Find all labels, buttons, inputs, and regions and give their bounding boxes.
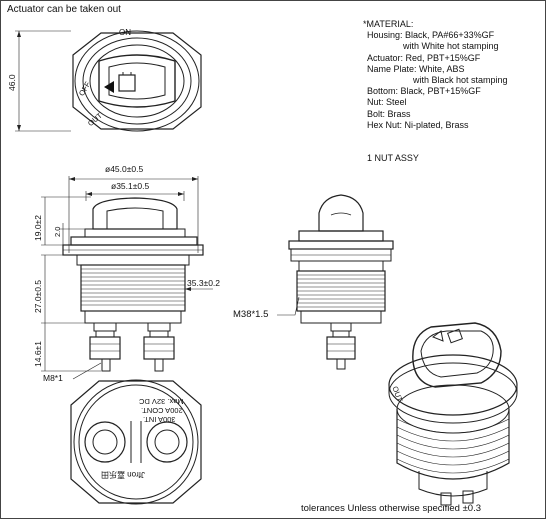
material-line: Bottom: Black, PBT+15%GF [367,86,481,97]
top-view [15,30,202,132]
bottom-view [70,379,202,505]
arrow-icon [104,81,114,93]
brand-label: Jfron 嘉乐田 [101,470,146,479]
battery-icon [118,74,136,92]
material-list: *MATERIAL: Housing: Black, PA#66+33%GF w… [363,19,508,131]
dim-inner-diameter: ø35.1±0.5 [111,181,150,191]
thread-lines-2 [297,274,385,308]
label-on: ON [119,28,131,37]
side-view [41,176,213,380]
bottom-text-line: 300A INT. [143,415,176,424]
material-line: Housing: Black, PA#66+33%GF [367,30,495,41]
thread-lines [81,268,185,306]
iso-battery-icon [447,328,463,344]
dim-height-46: 46.0 [7,74,17,91]
material-line: with White hot stamping [403,41,499,52]
side-view-2 [277,194,394,370]
thread-label: M38*1.5 [233,309,269,320]
bottom-text-line: 200A CONT. [141,406,183,415]
bolt-label: M8*1 [43,373,63,383]
material-line: Bolt: Brass [367,108,411,119]
material-title: *MATERIAL: [363,19,414,29]
nut-assy-label: 1 NUT ASSY [367,153,419,163]
dim-thread-diameter: 35.3±0.2 [187,278,221,288]
material-line: Nut: Steel [367,97,407,108]
material-line: with Black hot stamping [413,75,508,86]
material-line: Hex Nut: Ni-plated, Brass [367,119,469,130]
dim-terminal-height: 14.6±1 [33,341,43,367]
dim-outer-diameter: ø45.0±0.5 [105,164,144,174]
material-line: Name Plate: White, ABS [367,63,465,74]
dim-head-height: 19.0±2 [33,215,43,241]
iso-view [388,322,518,506]
header-note: Actuator can be taken out [7,4,121,15]
iso-arrow-icon [431,330,444,342]
iso-thread-lines [396,418,510,474]
bottom-text-line: Max. 32V DC [139,397,184,406]
dim-gap: 2.0 [53,226,62,237]
tolerance-note: tolerances Unless otherwise specified ±0… [301,503,481,514]
material-line: Actuator: Red, PBT+15%GF [367,52,481,63]
dim-thread-length: 27.0±0.5 [33,279,43,313]
